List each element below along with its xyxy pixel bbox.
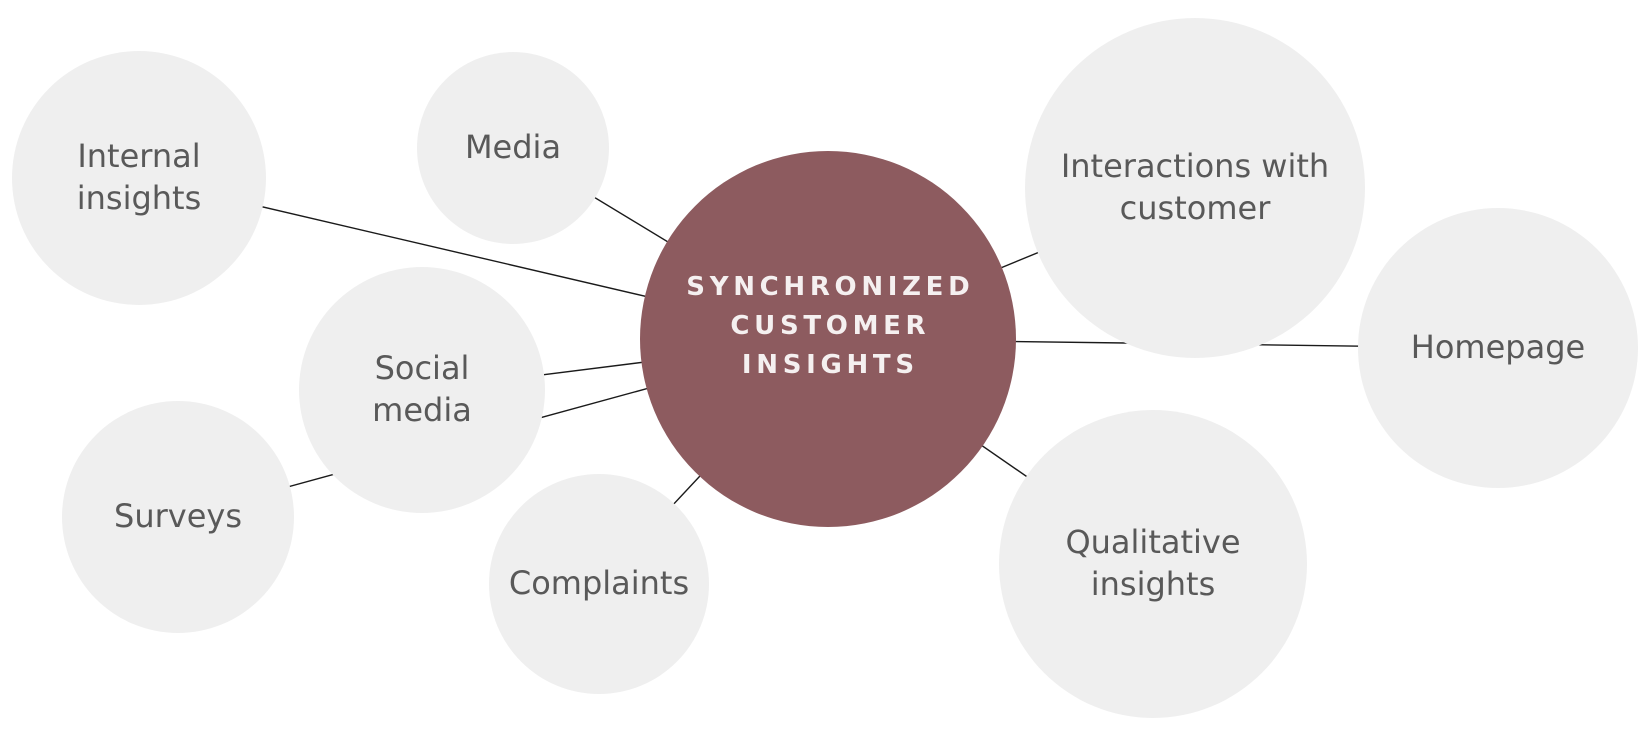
node-surveys[interactable]: Surveys <box>62 401 294 633</box>
node-label: Media <box>464 128 562 167</box>
node-label: Interactions with customer <box>1060 147 1330 227</box>
node-label: Social media <box>372 349 472 429</box>
node-label: Qualitative insights <box>1065 523 1241 603</box>
hub-title-line: INSIGHTS <box>741 349 919 380</box>
node-label: Homepage <box>1410 328 1586 367</box>
hub-synchronized-customer-insights[interactable]: SYNCHRONIZED CUSTOMER INSIGHTS <box>640 151 1016 527</box>
node-label: Complaints <box>508 564 690 603</box>
node-homepage[interactable]: Homepage <box>1358 208 1638 488</box>
node-internal-insights[interactable]: Internal insights <box>12 51 266 305</box>
hub-title-line: SYNCHRONIZED <box>686 271 975 302</box>
node-label: Internal insights <box>76 137 202 217</box>
node-qualitative-insights[interactable]: Qualitative insights <box>999 410 1307 718</box>
node-complaints[interactable]: Complaints <box>489 474 709 694</box>
node-media[interactable]: Media <box>417 52 609 244</box>
hub-title-line: CUSTOMER <box>730 310 931 341</box>
node-social-media[interactable]: Social media <box>299 267 545 513</box>
node-interactions-with-customer[interactable]: Interactions with customer <box>1025 18 1365 358</box>
node-label: Surveys <box>114 497 242 536</box>
